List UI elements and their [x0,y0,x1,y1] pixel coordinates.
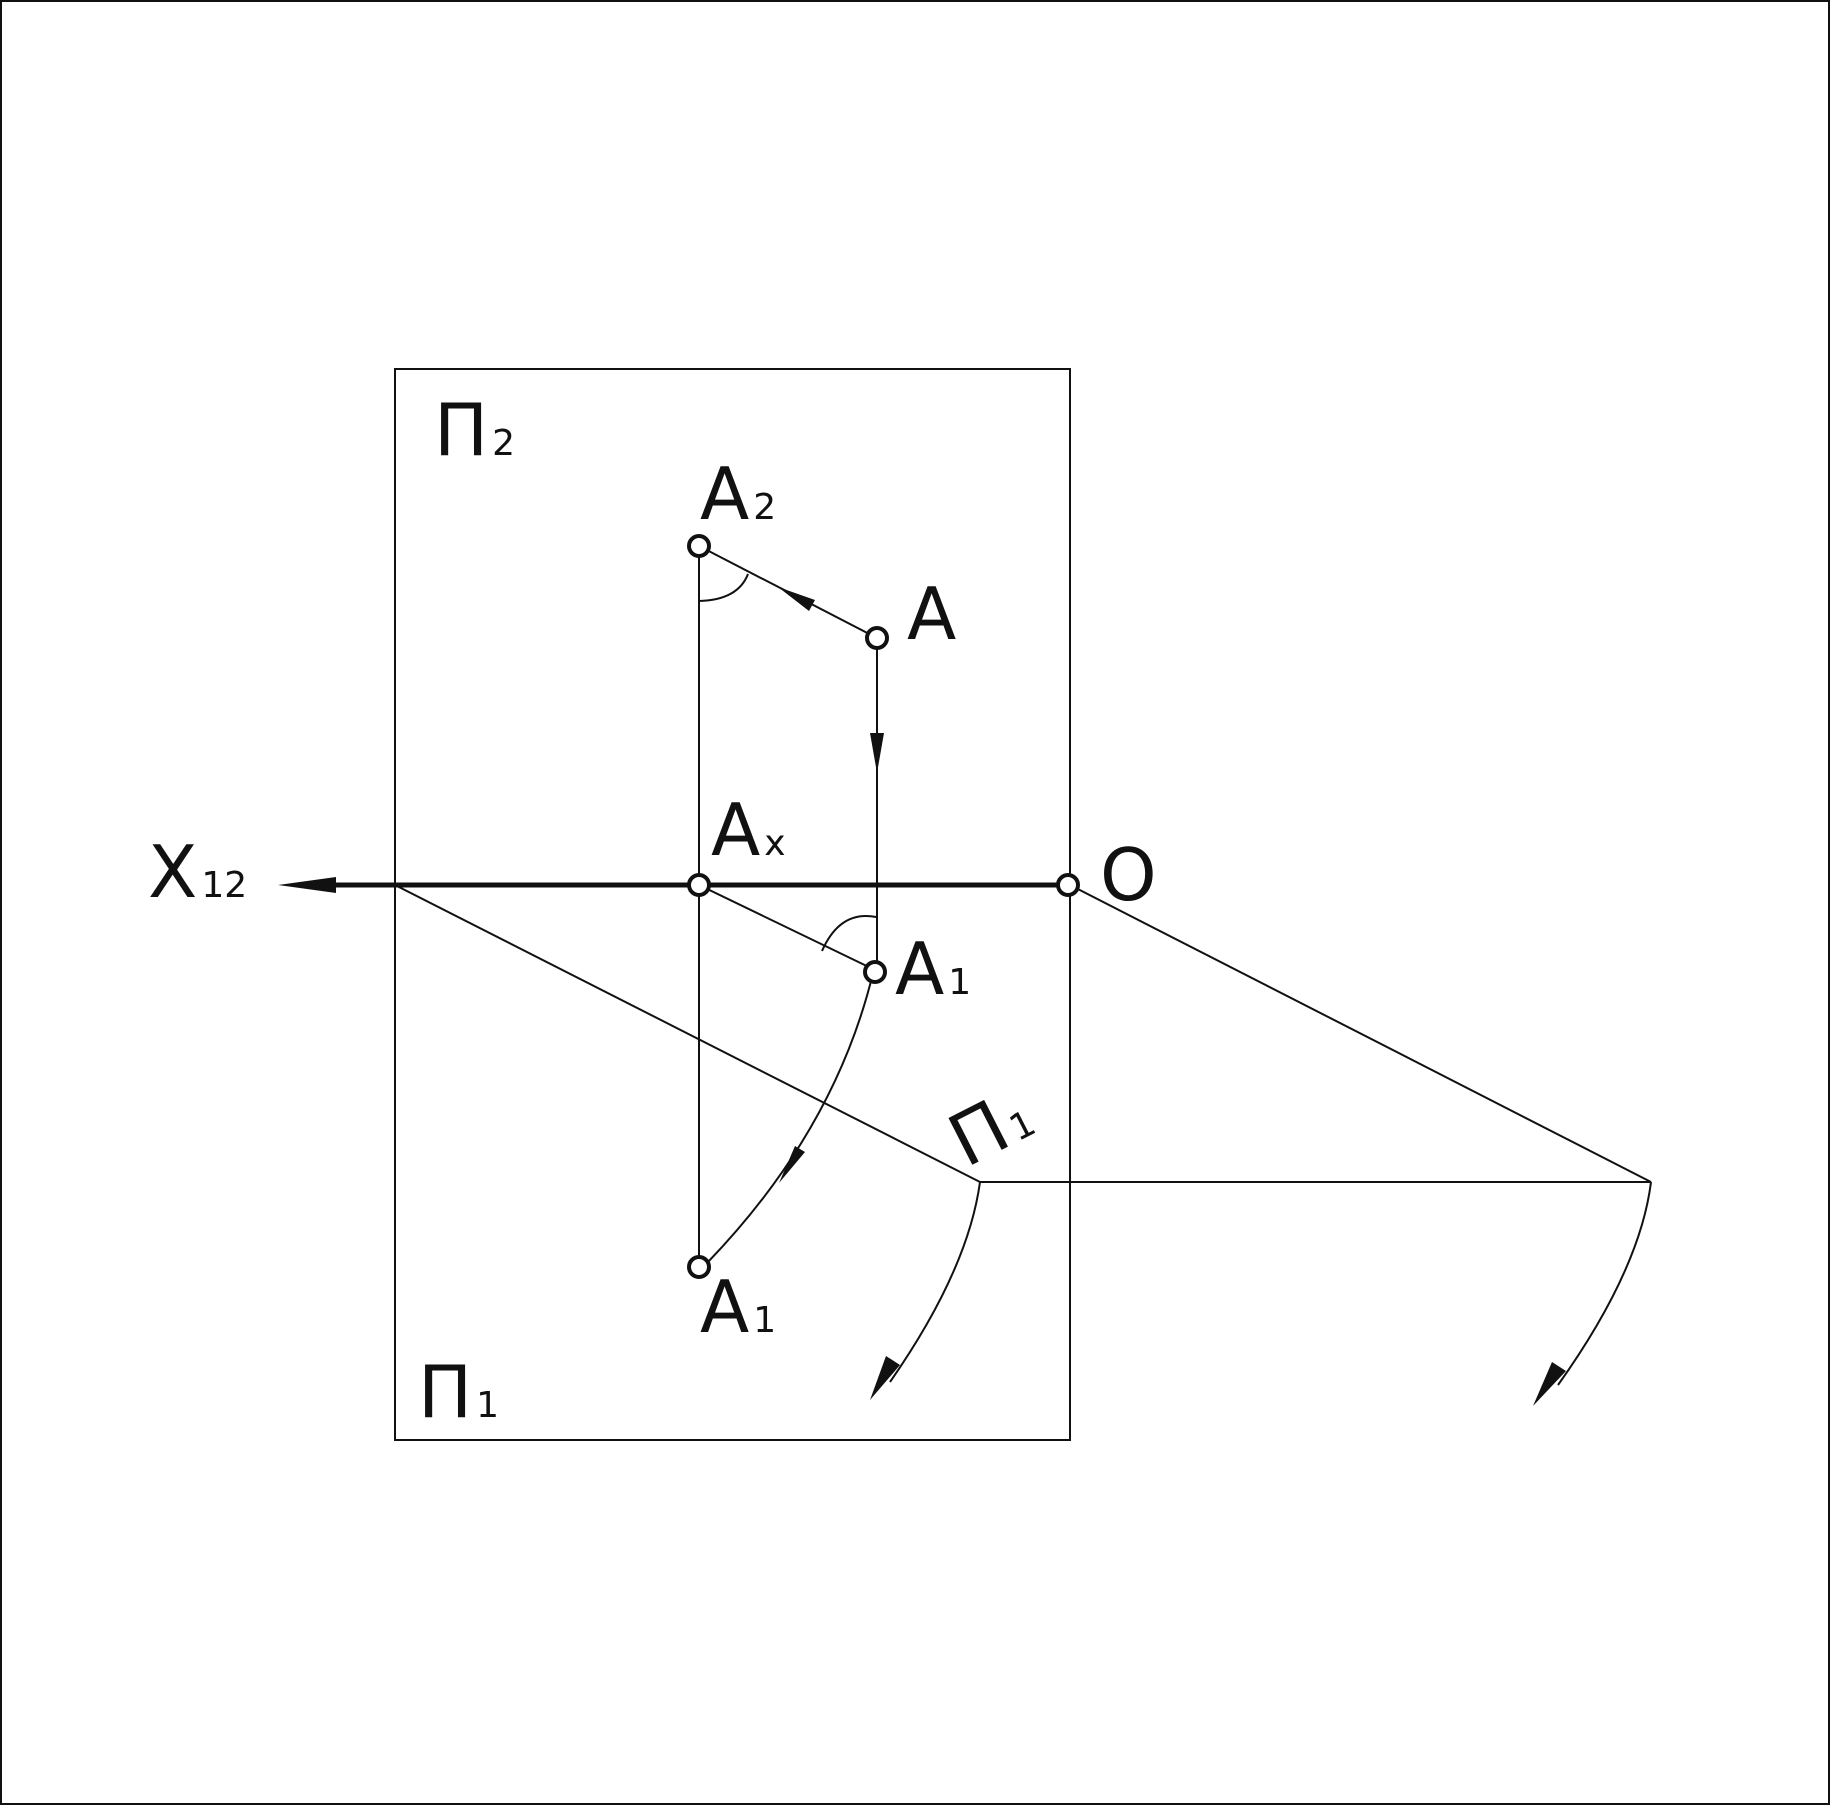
rotated-plane-edge-left [394,884,981,1183]
plane-frame [394,368,1071,1441]
x12-axis-arrowhead [278,877,336,893]
plane-rotation-arrowhead-right [1533,1362,1566,1406]
angle-arc-a2 [698,573,749,602]
rotation-arc-a1 [707,972,874,1263]
origin-marker [1056,873,1080,897]
rotated-plane-edge-right [1069,884,1652,1183]
point-a2-marker [687,534,711,558]
plane-rotation-arc-right [1557,1181,1652,1386]
point-a1-lower-marker [687,1255,711,1279]
rotation-arc-arrowhead [779,1146,805,1183]
point-ax-marker [687,873,711,897]
plane-rotation-arc-left [889,1181,981,1383]
label-point-a: A [907,572,956,656]
arrow-toward-a2 [778,587,815,611]
link-ax-a1 [698,884,876,971]
point-a1-upper-marker [863,960,887,984]
label-origin: O [1100,833,1157,917]
angle-arc-a1 [821,915,877,952]
arrow-toward-a1 [870,733,884,773]
label-plane-horizontal-rotated: П1 [936,1072,1046,1184]
plane-rotation-arrowhead-left [870,1356,900,1400]
point-a-marker [865,626,889,650]
